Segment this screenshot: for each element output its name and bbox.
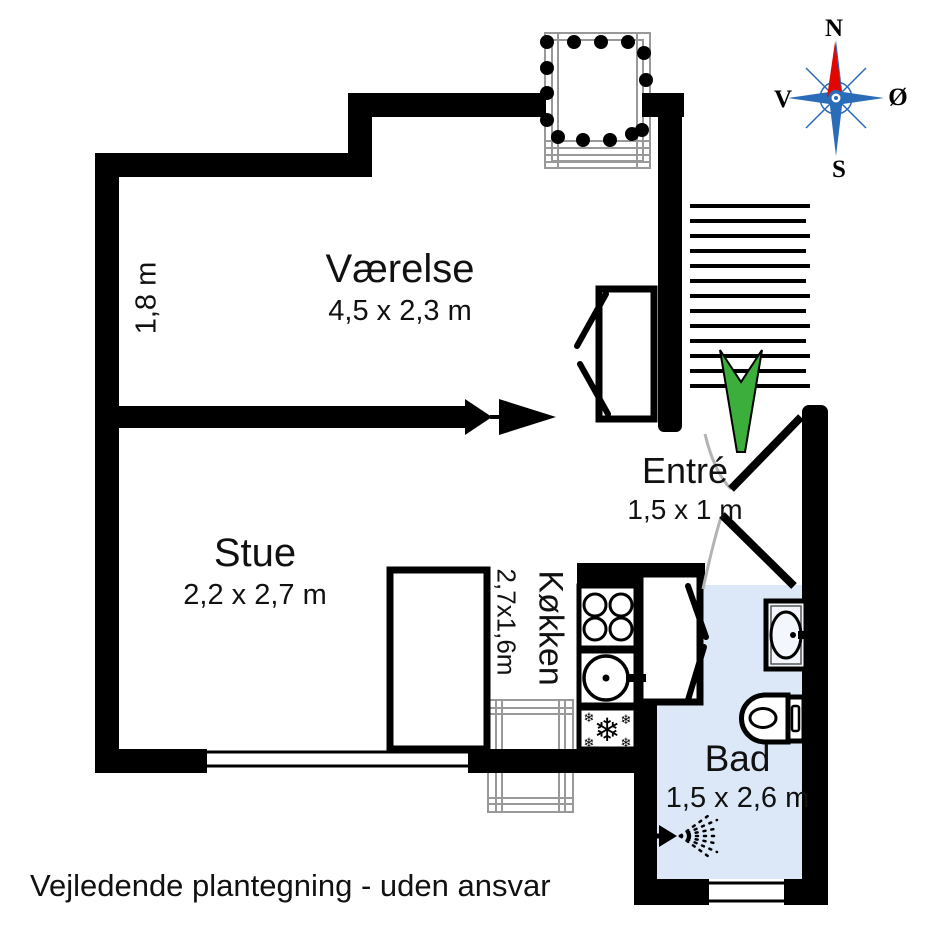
toilet-icon (739, 692, 807, 745)
vaerelse-dims: 4,5 x 2,3 m (328, 295, 472, 327)
front-door-swing (703, 414, 804, 492)
compass-north-label: N (825, 15, 843, 42)
room-label-vaerelse: Værelse 4,5 x 2,3 m (250, 248, 550, 326)
bad-name: Bad (704, 738, 771, 779)
koekken-dims: 2,7x1,6m (491, 568, 522, 676)
compass-rose-icon: N S V Ø (774, 15, 908, 183)
svg-text:❄: ❄ (594, 711, 621, 749)
washbasin-icon (763, 598, 810, 672)
stue-dims: 2,2 x 2,7 m (183, 579, 327, 611)
svg-text:❄: ❄ (584, 736, 595, 751)
entre-dims: 1,5 x 1 m (627, 493, 743, 525)
compass-west-label: V (774, 86, 792, 113)
svg-text:❄: ❄ (621, 713, 632, 728)
room-label-stue: Stue 2,2 x 2,7 m (110, 532, 400, 610)
room-label-entre: Entré 1,5 x 1 m (595, 452, 775, 524)
furniture-rect (386, 566, 491, 753)
room-label-bad: Bad 1,5 x 2,6 m (655, 738, 820, 814)
window-bad (709, 881, 784, 903)
shower-icon (648, 811, 722, 861)
svg-text:❄: ❄ (584, 711, 595, 726)
bathroom-door-swing (701, 512, 797, 590)
wall-length-label: 1,8 m (130, 261, 163, 335)
vaerelse-name: Værelse (325, 247, 475, 291)
wardrobe-icon (574, 285, 658, 423)
compass-east-label: Ø (888, 84, 907, 111)
entry-arrow-icon (719, 349, 763, 453)
disclaimer-text: Vejledende plantegning - uden ansvar (30, 868, 551, 903)
closet-icon (636, 570, 709, 706)
entre-name: Entré (641, 450, 729, 491)
kitchen-sink-icon (576, 648, 646, 708)
svg-text:❄: ❄ (621, 736, 632, 751)
koekken-name: Køkken (531, 570, 570, 686)
stairs-icon (690, 204, 810, 388)
window-stue (207, 750, 468, 768)
balcony-posts (540, 35, 653, 147)
compass-south-label: S (832, 156, 846, 183)
stue-name: Stue (213, 531, 297, 575)
fridge-icon: ❄ ❄ ❄ ❄ ❄ (576, 705, 639, 752)
bad-dims: 1,5 x 2,6 m (665, 781, 810, 814)
stove-icon (576, 583, 639, 651)
balcony-icon (544, 32, 651, 169)
sliding-door-arrow-icon (465, 399, 556, 435)
